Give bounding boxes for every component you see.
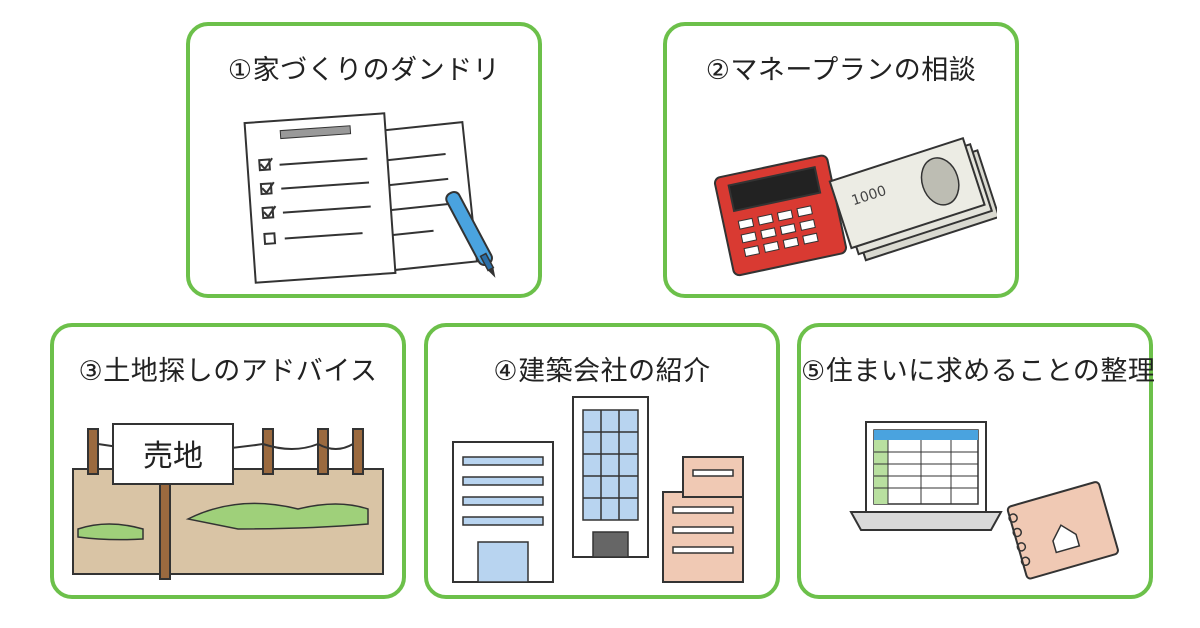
laptop-and-notebook-icon xyxy=(849,421,1119,580)
card-land-search: ③土地探しのアドバイス 売地 xyxy=(50,323,406,599)
card-builder-introduction: ④建築会社の紹介 xyxy=(424,323,780,599)
card-needs-organization: ⑤住まいに求めることの整理 xyxy=(797,323,1156,599)
card-title: ③土地探しのアドバイス xyxy=(78,356,378,387)
land-for-sale-sign-icon: 売地 xyxy=(72,423,384,580)
card-title: ④建築会社の紹介 xyxy=(493,356,711,387)
card-money-plan: ②マネープランの相談 1000 xyxy=(663,22,1019,298)
buildings-icon xyxy=(452,396,744,583)
card-schedule: ①家づくりのダンドリ xyxy=(186,22,542,298)
checklist-with-pen-icon xyxy=(243,112,496,284)
card-title: ②マネープランの相談 xyxy=(705,55,977,86)
calculator-and-money-icon: 1000 xyxy=(713,136,997,277)
card-title: ①家づくりのダンドリ xyxy=(227,55,501,86)
card-title: ⑤住まいに求めることの整理 xyxy=(801,356,1156,387)
sign-text: 売地 xyxy=(143,439,203,474)
